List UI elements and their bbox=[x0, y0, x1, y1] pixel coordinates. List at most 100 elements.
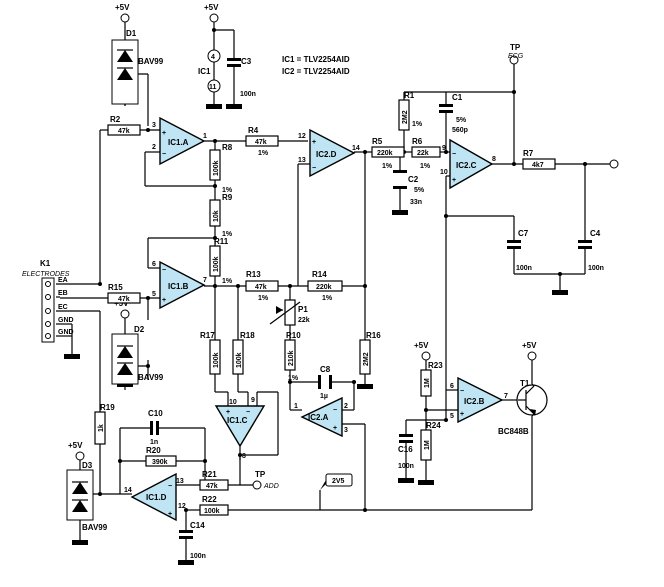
svg-text:−: − bbox=[168, 483, 172, 490]
svg-text:1%: 1% bbox=[322, 295, 333, 302]
svg-text:2M2: 2M2 bbox=[402, 110, 409, 124]
svg-text:+: + bbox=[460, 411, 464, 418]
resistor-r23: 1M R23 bbox=[420, 361, 443, 397]
svg-text:33n: 33n bbox=[410, 199, 422, 206]
testpoint-add: TP ADD bbox=[252, 470, 279, 490]
opamp-ref: IC1.C bbox=[227, 416, 248, 425]
svg-text:C8: C8 bbox=[320, 365, 331, 374]
svg-text:+: + bbox=[168, 511, 172, 518]
svg-text:1k: 1k bbox=[98, 424, 105, 432]
opamp-ref: IC2.A bbox=[308, 413, 329, 422]
svg-text:ADD: ADD bbox=[263, 483, 279, 490]
svg-text:22k: 22k bbox=[298, 317, 310, 324]
svg-text:100n: 100n bbox=[516, 265, 532, 272]
svg-text:10k: 10k bbox=[213, 210, 220, 222]
opamp-ic2b: −+ IC2.B 6 5 7 bbox=[450, 376, 508, 424]
svg-text:210k: 210k bbox=[288, 350, 295, 366]
resistor-r18: 100k R18 bbox=[232, 331, 255, 375]
diode-d3: D3 BAV99 bbox=[66, 461, 108, 532]
svg-text:R1: R1 bbox=[404, 91, 415, 100]
svg-text:10: 10 bbox=[440, 169, 448, 176]
svg-text:100n: 100n bbox=[190, 553, 206, 560]
resistor-r22: 100k R22 bbox=[199, 495, 229, 516]
svg-text:8: 8 bbox=[492, 156, 496, 163]
svg-text:R8: R8 bbox=[222, 143, 233, 152]
cap-ref: C3 bbox=[241, 57, 252, 66]
svg-text:C4: C4 bbox=[590, 229, 601, 238]
svg-text:2M2: 2M2 bbox=[363, 352, 370, 366]
svg-text:R19: R19 bbox=[100, 403, 115, 412]
opamp-ic2c: −+ IC2.C 9 10 8 bbox=[440, 138, 496, 190]
svg-text:22k: 22k bbox=[417, 150, 429, 157]
resistor-r5: 220k R5 1% bbox=[371, 137, 405, 170]
svg-text:5: 5 bbox=[152, 291, 156, 298]
svg-text:−: − bbox=[162, 267, 166, 274]
svg-text:R17: R17 bbox=[200, 331, 215, 340]
svg-text:BC848B: BC848B bbox=[498, 427, 529, 436]
svg-text:12: 12 bbox=[298, 133, 306, 140]
supply-label: +5V bbox=[414, 341, 429, 350]
svg-text:R23: R23 bbox=[428, 361, 443, 370]
svg-text:1µ: 1µ bbox=[320, 393, 328, 400]
svg-text:1%: 1% bbox=[288, 375, 299, 382]
supply-d3: +5V bbox=[68, 441, 85, 461]
svg-text:R2: R2 bbox=[110, 115, 121, 124]
svg-text:−: − bbox=[312, 165, 316, 172]
opamp-ref: IC2.C bbox=[456, 161, 477, 170]
svg-text:1%: 1% bbox=[258, 150, 269, 157]
opamp-ic1b: −+ IC1.B 6 5 7 bbox=[152, 260, 207, 310]
resistor-r11: 100k R11 1% bbox=[209, 237, 233, 285]
svg-text:1%: 1% bbox=[222, 231, 233, 238]
svg-text:−: − bbox=[452, 151, 456, 158]
svg-text:1: 1 bbox=[294, 403, 298, 410]
output-terminal bbox=[609, 159, 619, 169]
svg-text:+: + bbox=[452, 177, 456, 184]
wiring bbox=[56, 22, 610, 560]
svg-text:100k: 100k bbox=[236, 352, 243, 368]
svg-text:100k: 100k bbox=[204, 508, 220, 515]
svg-text:2: 2 bbox=[344, 403, 348, 410]
transistor-t1: T1 BC848B bbox=[498, 379, 548, 436]
opamp-ref: IC1.B bbox=[168, 282, 189, 291]
svg-text:390k: 390k bbox=[152, 459, 168, 466]
opamp-ic2d: +− IC2.D 12 13 14 bbox=[298, 128, 360, 178]
opamp-ref: IC1.D bbox=[146, 493, 167, 502]
ic1-power: 4 11 IC1 C3 100n bbox=[198, 49, 256, 98]
svg-text:47k: 47k bbox=[255, 284, 267, 291]
resistor-r15: 47k R15 bbox=[107, 283, 141, 304]
svg-text:T1: T1 bbox=[520, 379, 530, 388]
svg-text:R20: R20 bbox=[146, 446, 161, 455]
resistor-r21: 47k R21 bbox=[199, 470, 229, 491]
resistor-r1: 2M2 R1 1% bbox=[398, 91, 423, 131]
svg-text:47k: 47k bbox=[255, 139, 267, 146]
svg-text:1: 1 bbox=[203, 133, 207, 140]
connector-name: ELECTRODES bbox=[22, 271, 70, 278]
resistor-r16: 2M2 R16 bbox=[359, 331, 381, 375]
pin-ea: EA bbox=[58, 277, 68, 284]
svg-text:3: 3 bbox=[152, 122, 156, 129]
svg-text:14: 14 bbox=[124, 487, 132, 494]
svg-text:9: 9 bbox=[251, 397, 255, 404]
connector-ref: K1 bbox=[40, 259, 51, 268]
svg-text:47k: 47k bbox=[118, 296, 130, 303]
svg-text:C2: C2 bbox=[408, 175, 419, 184]
opamp-ic2a: −+ IC2.A 1 2 3 bbox=[294, 396, 348, 438]
resistor-r10: 210k R10 1% bbox=[284, 331, 301, 382]
svg-text:100k: 100k bbox=[213, 352, 220, 368]
pin-gnd: GND bbox=[58, 317, 74, 324]
svg-text:10: 10 bbox=[229, 399, 237, 406]
reference-2v5: 2V5 bbox=[320, 473, 353, 490]
capacitor-c4: C4 100n bbox=[578, 229, 604, 272]
svg-text:100n: 100n bbox=[588, 265, 604, 272]
diode-part: BAV99 bbox=[138, 57, 164, 66]
svg-text:R9: R9 bbox=[222, 193, 233, 202]
resistor-r24: 1M R24 bbox=[420, 421, 441, 461]
resistor-r17: 100k R17 bbox=[200, 331, 221, 375]
svg-text:1n: 1n bbox=[150, 439, 158, 446]
pin-gnd: GND bbox=[58, 329, 74, 336]
svg-text:1M: 1M bbox=[424, 378, 431, 388]
svg-text:R14: R14 bbox=[312, 270, 327, 279]
svg-text:−: − bbox=[333, 407, 337, 414]
svg-text:R6: R6 bbox=[412, 137, 423, 146]
